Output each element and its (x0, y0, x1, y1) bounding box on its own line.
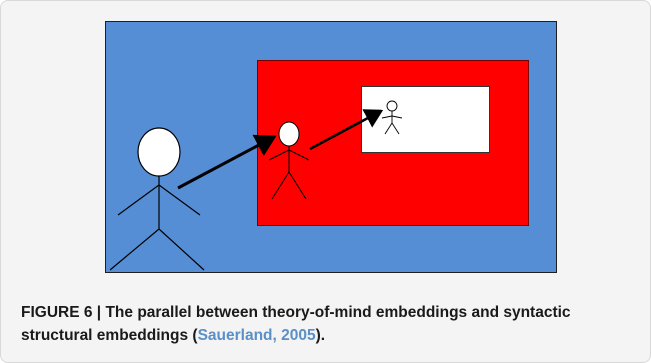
large-stick-figure-icon (109, 127, 205, 271)
figure-caption-end: ). (315, 327, 326, 344)
citation-link[interactable]: Sauerland, 2005 (197, 327, 316, 344)
diagram-middle-box (257, 60, 529, 226)
figure-caption: FIGURE 6 | The parallel between theory-o… (21, 301, 631, 347)
arrow-icon (177, 134, 277, 190)
figure-caption-text: The parallel between theory-of-mind embe… (21, 304, 571, 344)
small-stick-figure-icon (381, 100, 403, 135)
diagram-outer-box (105, 21, 557, 273)
medium-stick-figure-icon (268, 121, 310, 200)
arrow-icon (309, 109, 384, 151)
figure-caption-label: FIGURE 6 | (21, 304, 102, 321)
diagram-drawing (109, 100, 403, 271)
